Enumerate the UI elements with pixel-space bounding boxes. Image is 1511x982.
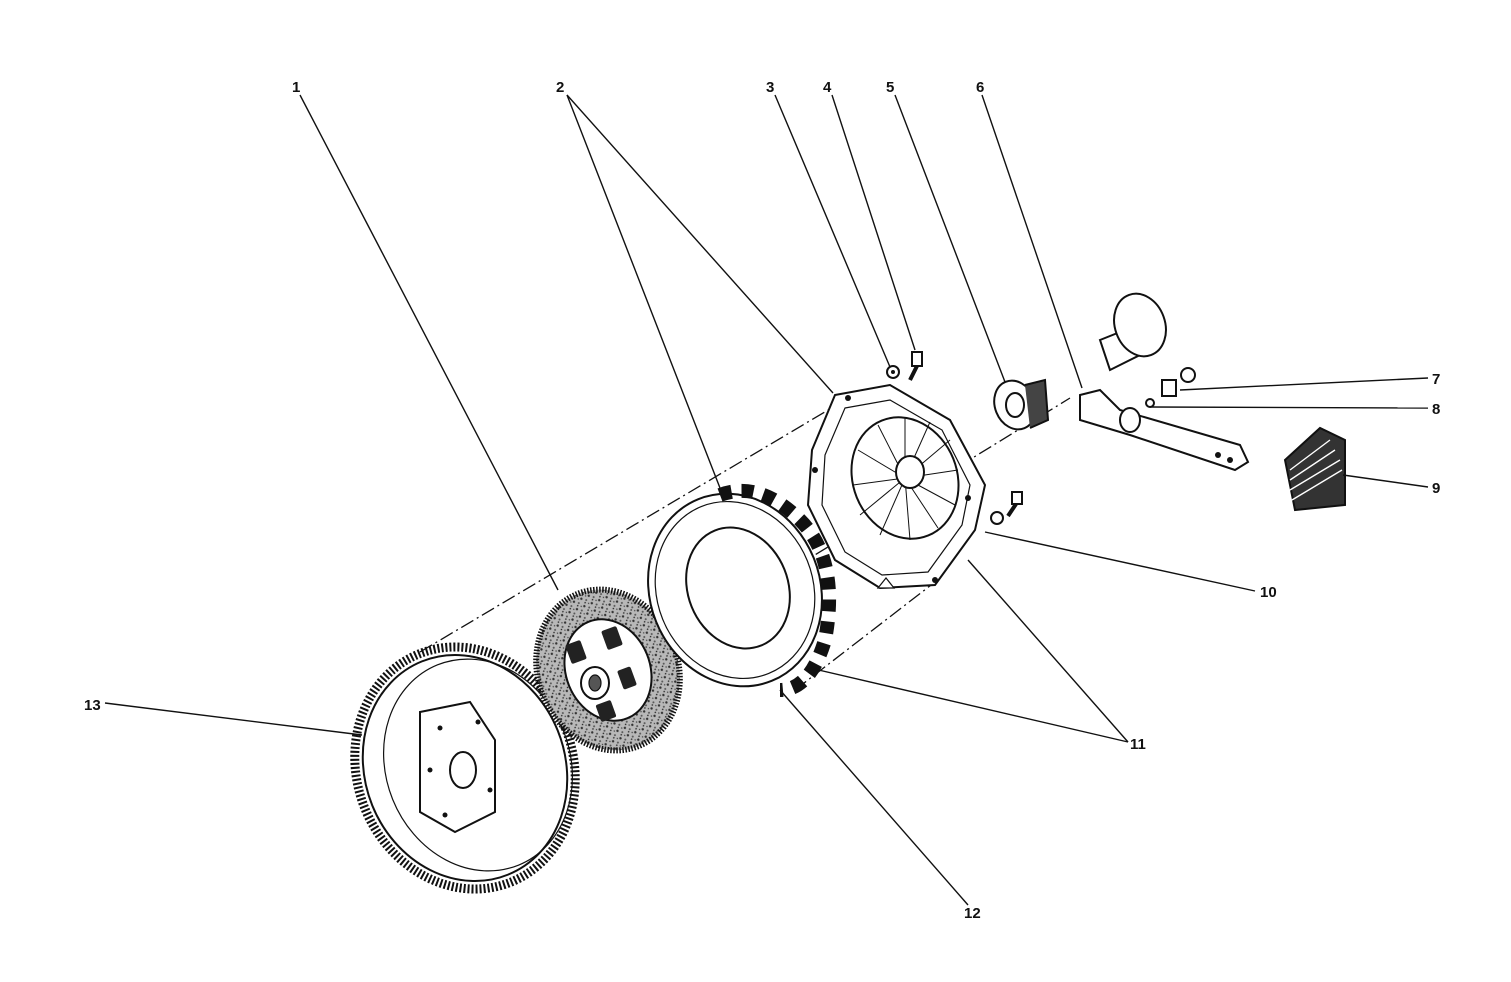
callout-12: 12	[964, 905, 981, 922]
callout-3: 3	[766, 79, 774, 96]
rubber-boot	[1283, 426, 1346, 512]
callout-1: 1	[292, 79, 300, 96]
callout-8: 8	[1432, 401, 1440, 418]
callout-labels: 1 2 3 4 5 6 7 8 9 10 11 12 13	[84, 79, 1440, 922]
callout-10: 10	[1260, 584, 1277, 601]
callout-2: 2	[556, 79, 564, 96]
callout-9: 9	[1432, 480, 1440, 497]
pressure-plate	[647, 483, 837, 697]
clutch-cover-assembly	[806, 383, 987, 590]
callout-6: 6	[976, 79, 984, 96]
callout-5: 5	[886, 79, 894, 96]
callout-13: 13	[84, 697, 101, 714]
washer-and-bolt	[886, 351, 1023, 525]
release-fork	[1079, 292, 1250, 472]
callout-7: 7	[1432, 371, 1440, 388]
flywheel	[350, 642, 580, 894]
driven-plate	[533, 586, 683, 754]
release-bearing	[993, 378, 1050, 431]
callout-4: 4	[823, 79, 832, 96]
pivot-pin-and-clip	[1145, 367, 1196, 408]
callout-11: 11	[1130, 736, 1146, 753]
leader-lines	[104, 94, 1429, 906]
